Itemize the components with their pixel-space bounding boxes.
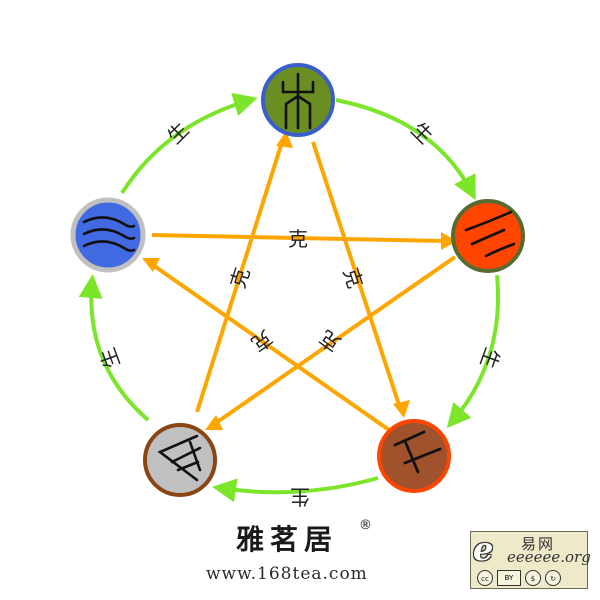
generate-arrow-wood-to-fire xyxy=(335,98,476,201)
arrowhead-earth xyxy=(393,400,410,418)
arrowhead-fire xyxy=(441,232,457,250)
brand-url: www.168tea.com xyxy=(206,564,368,584)
node-fire xyxy=(451,199,525,273)
nc-icon: $ xyxy=(525,570,541,586)
generate-arrow-earth-to-metal xyxy=(212,476,379,503)
generate-arrow-metal-to-water xyxy=(78,274,150,422)
node-metal xyxy=(143,423,217,497)
node-water xyxy=(70,197,146,273)
generate-arrow-water-to-wood xyxy=(120,93,258,195)
fire-seal-glyph xyxy=(464,210,516,258)
badge-site: eeeeee.org xyxy=(507,548,591,566)
arrowhead-water xyxy=(142,258,160,272)
brand-name: 雅茗居 xyxy=(236,523,338,556)
overcome-arrow-water-to-fire xyxy=(151,233,446,243)
label-overcome-metal-wood: 克 xyxy=(225,265,254,291)
arrowhead-wood xyxy=(276,131,293,148)
label-overcome-earth-water: 克 xyxy=(247,325,277,356)
sa-icon: ↻ xyxy=(545,570,561,586)
label-overcome-water-fire: 克 xyxy=(288,227,308,251)
overcome-arrow-fire-to-metal xyxy=(211,255,457,427)
e-logo-icon: e xyxy=(473,530,494,568)
overcome-arrow-wood-to-earth xyxy=(311,141,402,409)
generating-cycle xyxy=(78,93,501,503)
by-icon: BY xyxy=(497,570,521,586)
earth-seal-glyph xyxy=(393,430,442,474)
metal-seal-glyph xyxy=(157,434,202,482)
license-badge[interactable]: e 易网 eeeeee.org cc BY $ ↻ xyxy=(470,530,591,589)
wood-seal-glyph xyxy=(281,72,315,130)
brand-watermark: 雅茗居 ® www.168tea.com xyxy=(206,518,372,584)
cc-icon: cc xyxy=(477,570,493,586)
label-overcome-wood-earth: 克 xyxy=(338,265,367,291)
label-generate-earth-metal: 生 xyxy=(290,485,310,509)
overcome-arrow-earth-to-water xyxy=(148,261,394,434)
license-icons: cc BY $ ↻ xyxy=(477,570,561,586)
arrowhead-metal xyxy=(205,415,223,430)
label-generate-fire-earth: 生 xyxy=(475,344,504,371)
node-wood xyxy=(261,63,335,137)
generate-arrow-fire-to-earth xyxy=(446,274,501,429)
badge-title: 易网 xyxy=(521,535,556,553)
node-earth xyxy=(377,419,451,493)
overcoming-arrowheads xyxy=(142,131,457,430)
overcome-arrow-metal-to-wood xyxy=(195,141,284,413)
water-seal-glyph xyxy=(82,216,136,252)
overcoming-cycle xyxy=(148,141,457,434)
registered-mark: ® xyxy=(359,518,372,533)
